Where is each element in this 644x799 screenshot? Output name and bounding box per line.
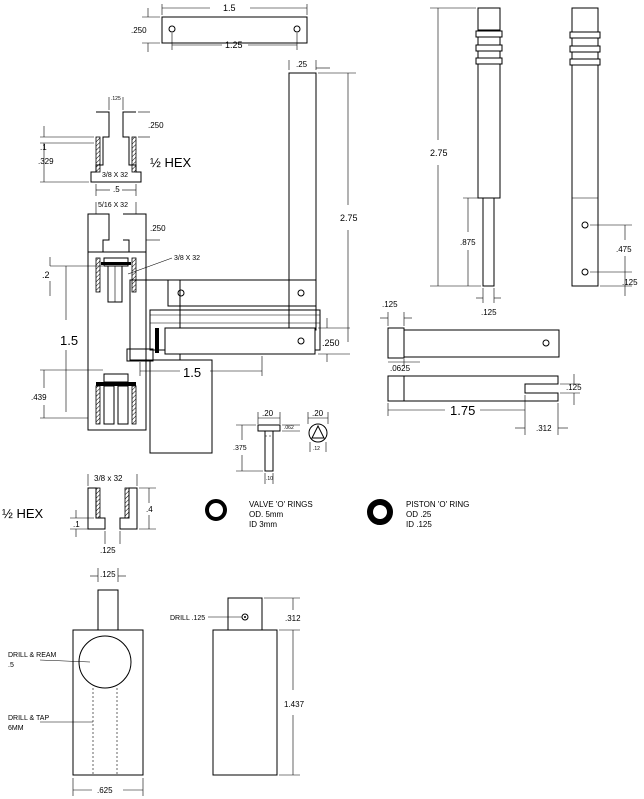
dim-4: .4 <box>146 505 153 514</box>
drill-ream-2: .5 <box>8 662 14 669</box>
dim-125-block: .125 <box>100 570 116 579</box>
dim-1-cap: .1 <box>40 143 47 152</box>
dim-0625: .0625 <box>390 364 411 373</box>
piston-rod-part: 2.75 .875 .125 <box>430 7 503 317</box>
base-block-part: .125 DRILL & REAM .5 DRILL & TAP 6MM .62… <box>8 568 144 796</box>
dim-1-25: 1.25 <box>225 40 243 50</box>
dim-12-valve: .12 <box>313 446 320 452</box>
cylinder-body-part: 5/16 X 32 .250 3/8 X 32 .2 1.5 .439 <box>31 202 213 454</box>
dim-329: .329 <box>38 157 54 166</box>
dim-250-top-link: .250 <box>131 26 147 35</box>
valve-id: ID 3mm <box>249 520 277 529</box>
dim-1-plug: .1 <box>73 520 80 529</box>
thread-3-8x32-a: 3/8 X 32 <box>102 172 128 179</box>
dim-125-rod: .125 <box>481 308 497 317</box>
dim-312-block: .312 <box>285 614 301 623</box>
dim-439: .439 <box>31 393 47 402</box>
dim-25-top: .25 <box>296 60 308 69</box>
dim-1-5-body: 1.5 <box>60 333 78 348</box>
dim-20-valve2: .20 <box>312 409 324 418</box>
drill-ream-1: DRILL & REAM <box>8 652 57 659</box>
thread-3-8x32-c: 3/8 x 32 <box>94 474 123 483</box>
dim-2-75-mid: 2.75 <box>340 213 358 223</box>
dim-125-small: .125 <box>111 96 121 102</box>
piston-ring-title: PISTON 'O' RING <box>406 500 469 509</box>
thread-3-8x32-b: 3/8 X 32 <box>174 255 200 262</box>
dim-10-valve: .10 <box>266 476 273 482</box>
rod-with-holes-part: .475 .125 <box>569 7 638 296</box>
valve-od: OD. 5mm <box>249 510 284 519</box>
valve-o-rings: VALVE 'O' RINGS OD. 5mm ID 3mm <box>205 499 313 529</box>
dim-1-437: 1.437 <box>284 700 305 709</box>
piston-part: .125 .0625 .125 1.75 .312 <box>380 300 582 435</box>
drill-tap-1: DRILL & TAP <box>8 715 49 722</box>
dim-062: .062 <box>284 425 294 431</box>
piston-o-ring: PISTON 'O' RING OD .25 ID .125 <box>367 499 469 529</box>
valve-rings-title: VALVE 'O' RINGS <box>249 500 313 509</box>
dim-1-5-arm: 1.5 <box>183 365 201 380</box>
dim-250-arm: .250 <box>322 338 340 348</box>
dim-125-fork: .125 <box>566 383 582 392</box>
dim-2-75-right: 2.75 <box>430 148 448 158</box>
thread-5-16x32: 5/16 X 32 <box>98 202 128 209</box>
piston-id: ID .125 <box>406 520 432 529</box>
dim-1-5-top: 1.5 <box>223 3 236 13</box>
drill-tap-2: 6MM <box>8 725 24 732</box>
dim-312-fork: .312 <box>536 424 552 433</box>
dim-475: .475 <box>616 245 632 254</box>
dim-20-valve: .20 <box>262 409 274 418</box>
dim-1-75: 1.75 <box>450 403 475 418</box>
valve-pin-part: .20 .062 .375 .10 .20 .12 <box>233 409 329 484</box>
dim-625: .625 <box>97 786 113 795</box>
dim-5-cap: .5 <box>113 185 120 194</box>
dim-2-body: .2 <box>42 270 50 280</box>
drill-125: DRILL .125 <box>170 615 205 622</box>
cap-part: .125 .250 .1 .329 3/8 X 32 .5 <box>38 96 164 196</box>
dim-125-plug: .125 <box>100 546 116 555</box>
piston-od: OD .25 <box>406 510 432 519</box>
hex-label-a: ½ HEX <box>150 155 192 170</box>
dim-125-piston: .125 <box>382 300 398 309</box>
plug-part: 3/8 x 32 .4 .1 .125 <box>70 474 156 555</box>
dim-125-rod2: .125 <box>622 278 638 287</box>
dim-250-body: .250 <box>150 224 166 233</box>
dim-250-cap: .250 <box>148 121 164 130</box>
dim-375-valve: .375 <box>233 445 247 452</box>
top-link-part: 1.5 1.25 .250 <box>131 3 308 52</box>
crank-assembly-part: .25 2.75 .250 1.5 <box>126 60 358 380</box>
hex-label-b: ½ HEX <box>2 506 44 521</box>
dim-875: .875 <box>460 238 476 247</box>
side-block-part: DRILL .125 .312 1.437 <box>170 597 305 776</box>
